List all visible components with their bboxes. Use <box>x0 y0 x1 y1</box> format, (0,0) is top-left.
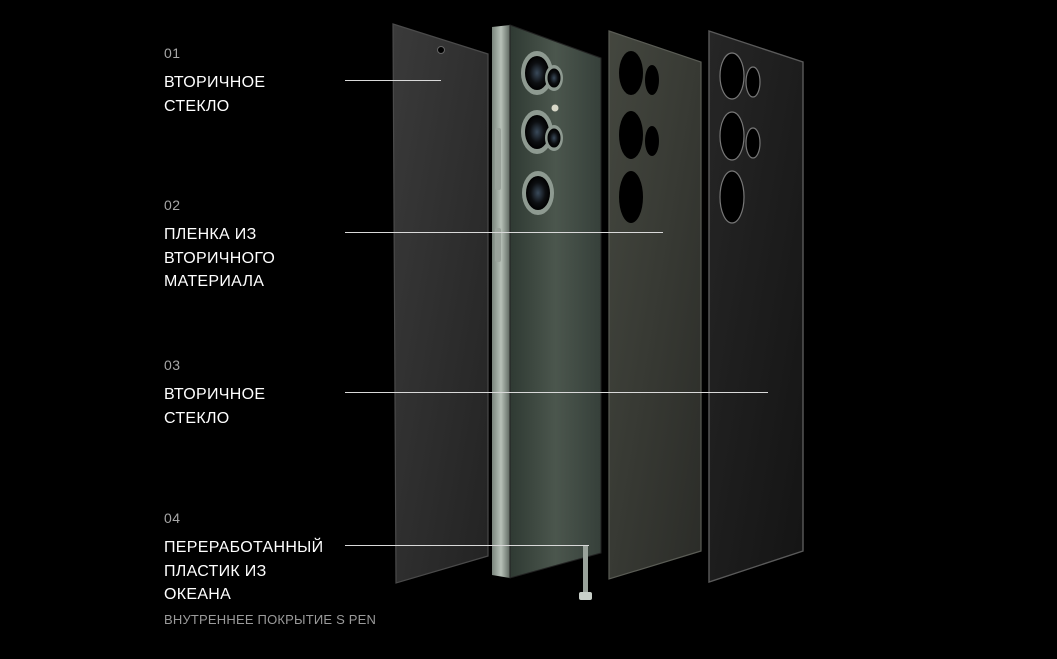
layer-number: 04 <box>164 510 181 526</box>
camera-module <box>521 51 563 215</box>
leader-line-02 <box>345 232 663 233</box>
layer-subtitle: ВНУТРЕННЕЕ ПОКРЫТИЕ S PEN <box>164 611 377 627</box>
layer-title: ПЕРЕРАБОТАННЫЙ ПЛАСТИК ИЗ ОКЕАНА <box>164 539 324 603</box>
glass-panel-03 <box>708 30 804 583</box>
camera-hole-icon <box>437 46 445 54</box>
layer-label-01: 01 ВТОРИЧНОЕ СТЕКЛО <box>164 45 265 118</box>
volume-button <box>495 128 501 190</box>
layer-number: 02 <box>164 197 181 213</box>
layer-number: 01 <box>164 45 181 61</box>
power-button <box>495 228 501 262</box>
glass-panel-01 <box>392 23 489 584</box>
layer-label-04: 04 ПЕРЕРАБОТАННЫЙ ПЛАСТИК ИЗ ОКЕАНА ВНУТ… <box>164 510 376 629</box>
layer-title: ВТОРИЧНОЕ СТЕКЛО <box>164 74 266 115</box>
leader-line-03 <box>345 392 768 393</box>
phone-body <box>492 24 602 600</box>
film-panel-02 <box>608 30 702 580</box>
leader-line-01 <box>345 80 441 81</box>
s-pen <box>579 545 592 600</box>
leader-line-04 <box>345 545 589 546</box>
layer-title: ВТОРИЧНОЕ СТЕКЛО <box>164 386 266 427</box>
layer-number: 03 <box>164 357 181 373</box>
layer-title: ПЛЕНКА ИЗ ВТОРИЧНОГО МАТЕРИАЛА <box>164 226 276 290</box>
layer-label-02: 02 ПЛЕНКА ИЗ ВТОРИЧНОГО МАТЕРИАЛА <box>164 197 275 294</box>
layer-label-03: 03 ВТОРИЧНОЕ СТЕКЛО <box>164 357 265 430</box>
